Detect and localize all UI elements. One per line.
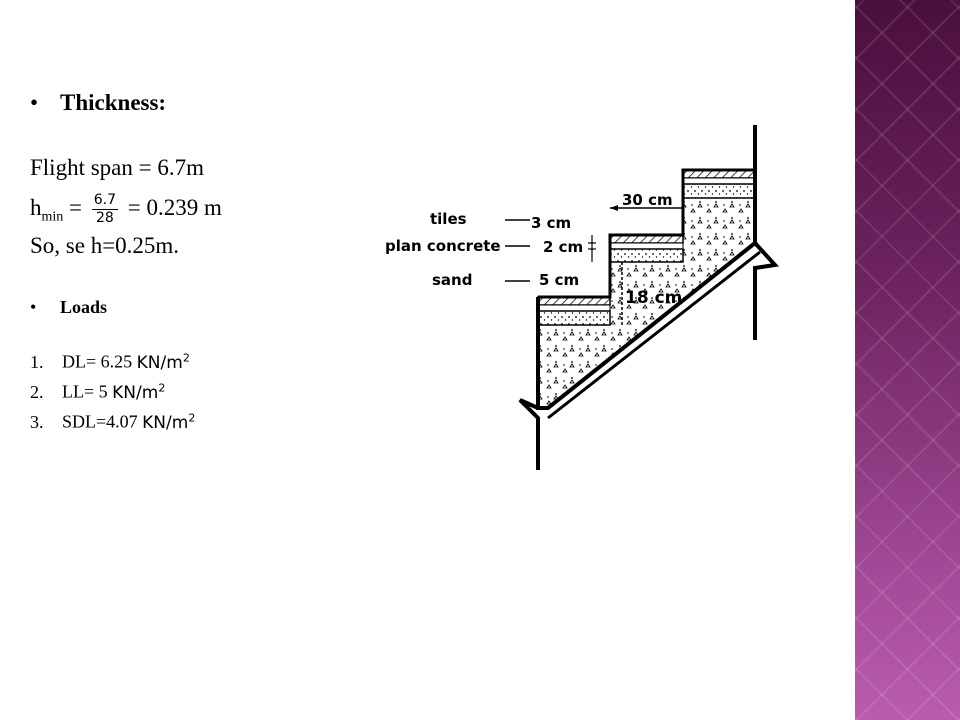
load-unit: KN/m2 — [112, 381, 166, 403]
unit-text: KN/m — [112, 382, 159, 403]
flight-span-line: Flight span = 6.7m — [30, 155, 204, 180]
sand-layer — [537, 310, 611, 326]
unit-exponent: 2 — [188, 411, 196, 424]
label-tiles: tiles — [430, 210, 467, 228]
hmin-fraction: 6.7 28 — [91, 192, 119, 227]
unit-text: KN/m — [142, 412, 189, 433]
load-label: LL= 5 — [62, 381, 113, 402]
hmin-result: = 0.239 m — [127, 194, 222, 220]
unit-text: KN/m — [136, 352, 183, 373]
load-item-sdl: 3. SDL=4.07 KN/m2 — [30, 411, 195, 433]
bullet: • — [30, 297, 37, 317]
hmin-subscript: min — [41, 209, 64, 225]
fraction-numerator: 6.7 — [91, 192, 119, 210]
thickness-title: Thickness: — [60, 90, 167, 115]
fraction-denominator: 28 — [95, 210, 114, 226]
step-profile — [538, 168, 755, 299]
stair-section-diagram: 30 cm 18 cm tiles plan concrete sand 3 c… — [385, 125, 779, 470]
load-number: 1. — [30, 351, 44, 372]
decorative-sidebar — [855, 0, 960, 720]
load-unit: KN/m2 — [136, 351, 190, 373]
label-2cm: 2 cm — [543, 238, 583, 256]
mortar-layer — [537, 304, 611, 312]
step-outline — [536, 125, 757, 410]
concrete-body — [538, 198, 755, 408]
bullet: • — [30, 90, 39, 115]
load-number: 3. — [30, 411, 44, 432]
unit-exponent: 2 — [158, 381, 166, 394]
load-item-ll: 2. LL= 5 KN/m2 — [30, 381, 165, 403]
load-item-dl: 1. DL= 6.25 KN/m2 — [30, 351, 190, 373]
load-label: SDL=4.07 — [62, 411, 143, 432]
hmin-symbol: h — [30, 194, 42, 220]
mortar-layer — [682, 177, 756, 185]
mortar-layer — [609, 242, 684, 250]
thickness-heading: • Thickness: — [30, 90, 166, 116]
label-30cm: 30 cm — [622, 191, 673, 209]
hmin-equals: = — [63, 194, 83, 220]
label-3cm: 3 cm — [531, 214, 571, 232]
label-plan-concrete: plan concrete — [385, 237, 501, 255]
loads-heading: • Loads — [30, 297, 107, 318]
bottom-break-line — [518, 398, 540, 470]
soffit-line — [547, 250, 761, 420]
top-break-line — [753, 241, 779, 340]
load-unit: KN/m2 — [142, 411, 196, 433]
so-line: So, se h=0.25m. — [30, 233, 180, 258]
arrow-head — [610, 205, 618, 211]
label-5cm: 5 cm — [539, 271, 579, 289]
unit-exponent: 2 — [182, 351, 190, 364]
label-18cm: 18 cm — [625, 288, 682, 308]
sand-layer — [609, 248, 684, 263]
load-number: 2. — [30, 381, 44, 402]
slide-content: • Thickness: Flight span = 6.7m hmin = 6.… — [30, 90, 779, 470]
label-sand: sand — [432, 271, 472, 289]
loads-title: Loads — [60, 297, 108, 317]
hmin-line: hmin = 6.7 28 = 0.239 m — [30, 192, 222, 227]
load-label: DL= 6.25 — [62, 351, 137, 372]
sand-layer — [682, 183, 756, 199]
